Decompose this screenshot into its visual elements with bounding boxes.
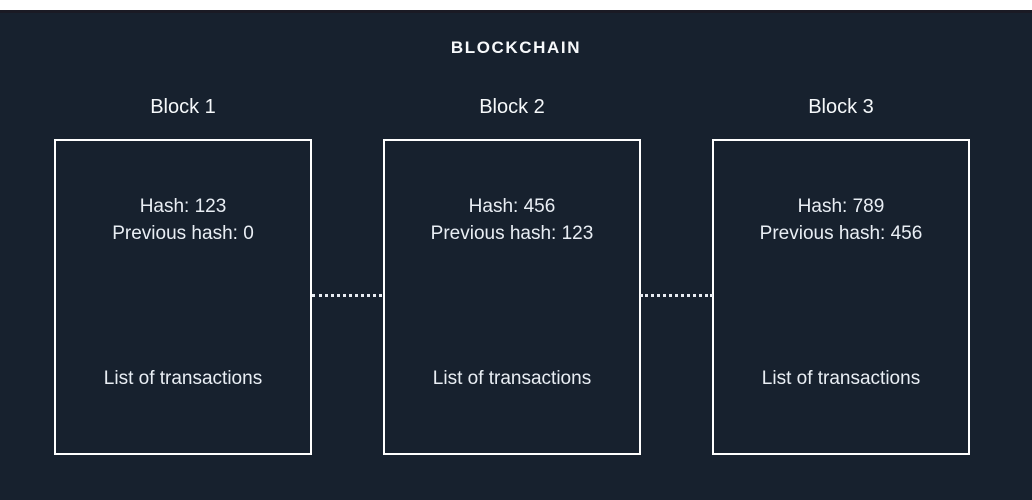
block-2-transactions: List of transactions — [432, 368, 592, 389]
block-3-transactions: List of transactions — [761, 368, 921, 389]
block-1-previous-hash: Previous hash: 0 — [112, 223, 254, 244]
block-3-hash: Hash: 789 — [797, 196, 885, 217]
block-2-label: Block 2 — [479, 96, 545, 118]
block-1-box: Hash: 123 Previous hash: 0 List of trans… — [54, 139, 312, 455]
panel-top-edge — [0, 10, 1032, 13]
block-1-hash-group: Hash: 123 Previous hash: 0 — [112, 193, 254, 247]
chain-link-dotted-line-1 — [312, 294, 382, 297]
block-3: Block 3 Hash: 789 Previous hash: 456 Lis… — [712, 96, 970, 455]
block-1-transactions: List of transactions — [103, 368, 263, 389]
block-3-hash-group: Hash: 789 Previous hash: 456 — [760, 193, 923, 247]
blockchain-diagram-panel: BLOCKCHAIN Block 1 Hash: 123 Previous ha… — [0, 10, 1032, 500]
block-2-previous-hash: Previous hash: 123 — [430, 223, 594, 244]
diagram-title: BLOCKCHAIN — [450, 38, 582, 57]
block-1-label: Block 1 — [150, 96, 216, 118]
block-3-box: Hash: 789 Previous hash: 456 List of tra… — [712, 139, 970, 455]
page-top-margin — [0, 0, 1032, 10]
block-2-hash-group: Hash: 456 Previous hash: 123 — [431, 193, 594, 247]
block-2: Block 2 Hash: 456 Previous hash: 123 Lis… — [383, 96, 641, 455]
blocks-row: Block 1 Hash: 123 Previous hash: 0 List … — [0, 96, 1032, 455]
block-3-previous-hash: Previous hash: 456 — [759, 223, 923, 244]
block-2-box: Hash: 456 Previous hash: 123 List of tra… — [383, 139, 641, 455]
block-3-label: Block 3 — [808, 96, 874, 118]
block-2-hash: Hash: 456 — [468, 196, 556, 217]
block-1: Block 1 Hash: 123 Previous hash: 0 List … — [54, 96, 312, 455]
block-1-hash: Hash: 123 — [139, 196, 227, 217]
chain-link-dotted-line-2 — [640, 294, 713, 297]
